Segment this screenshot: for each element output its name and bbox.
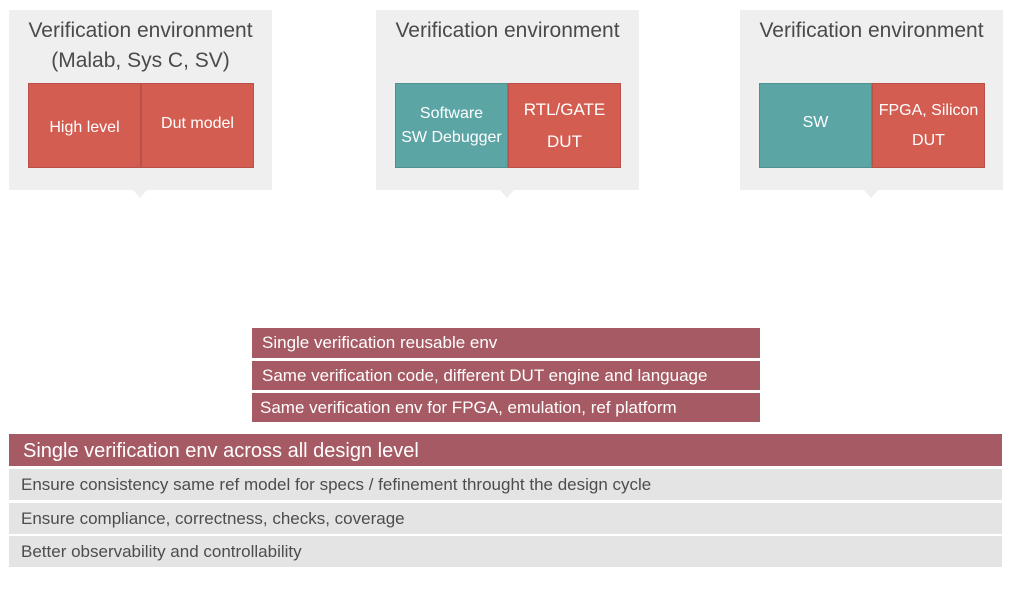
env-title-1: Verification environment (Malab, Sys C, … [28,19,253,72]
env-panel-1: Verification environment (Malab, Sys C, … [9,10,272,198]
benefit-bar-2: Same verification code, different DUT en… [252,361,760,390]
env3-block-fpga-dut: FPGA, Silicon DUT [872,83,985,168]
env-panel-3: Verification environment SW FPGA, Silico… [740,10,1003,198]
env-title-3: Verification environment [759,19,984,42]
summary-item-2: Ensure compliance, correctness, checks, … [9,503,1002,534]
env3-block-sw: SW [759,83,872,168]
env1-block-dut-model: Dut model [141,83,254,168]
env1-block-high-level: High level [28,83,141,168]
env-title-2: Verification environment [395,19,620,42]
env-pointer-3 [864,190,878,198]
env-pointer-1 [133,190,147,198]
env-pointer-2 [500,190,514,198]
summary-item-1: Ensure consistency same ref model for sp… [9,469,1002,500]
env2-block-rtl-dut: RTL/GATE DUT [508,83,621,168]
env2-block-software: Software SW Debugger [395,83,508,168]
summary-item-3: Better observability and controllability [9,536,1002,567]
env-panel-2: Verification environment Software SW Deb… [376,10,639,198]
benefit-bar-3: Same verification env for FPGA, emulatio… [252,393,760,422]
summary-header: Single verification env across all desig… [9,434,1002,466]
benefit-bar-1: Single verification reusable env [252,328,760,358]
